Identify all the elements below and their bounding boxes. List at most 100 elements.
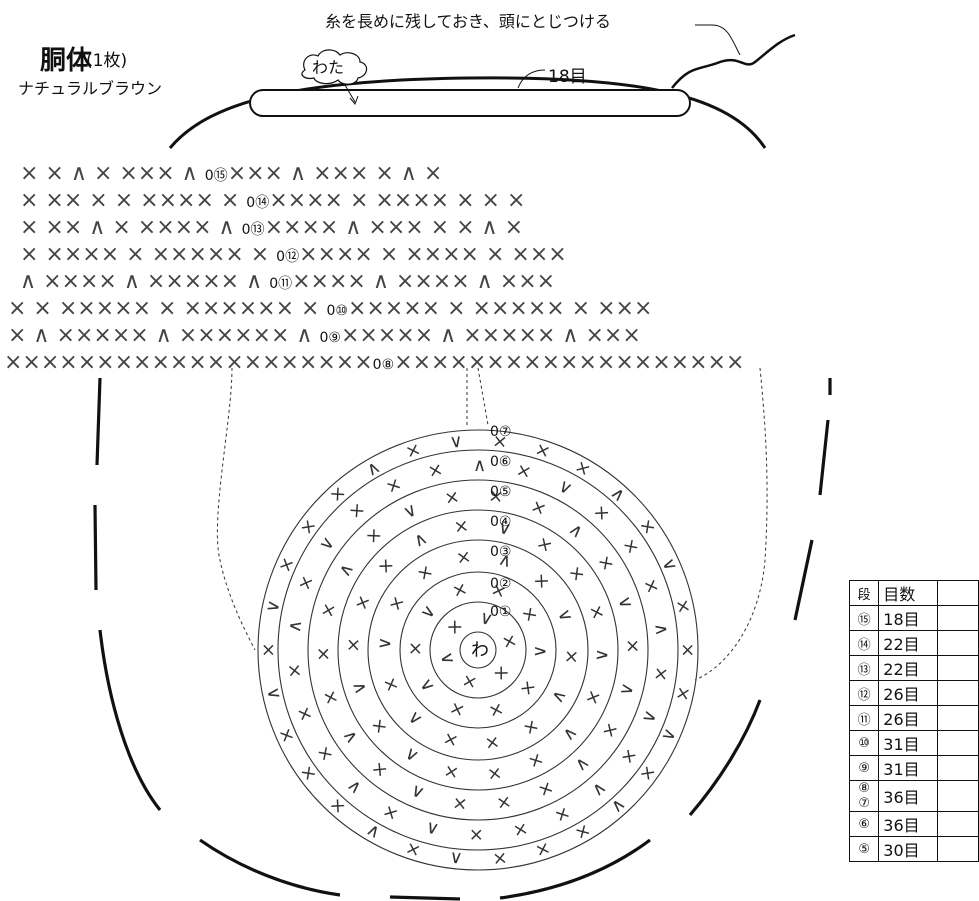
stitch-symbol: × — [516, 602, 542, 626]
stitch-symbol: × — [571, 456, 595, 482]
round-labels: 0⑦ 0⑥ 0⑤ 0④ 0③ 0② 0① — [490, 424, 511, 620]
stitch-symbol: × — [292, 703, 317, 724]
label-round-2: 0② — [490, 576, 511, 592]
center-ring-label: わ — [471, 640, 489, 661]
stitch-symbol: × — [671, 597, 695, 616]
stitch-symbol: × — [274, 724, 299, 746]
stitch-symbol: × — [426, 459, 446, 483]
stitch-symbol: × — [529, 568, 554, 594]
stitch-symbol: × — [533, 532, 557, 558]
stitch-symbol: ∨ — [554, 475, 576, 500]
stitch-symbol: ∨ — [496, 517, 513, 540]
stitch-symbol: ∧ — [615, 681, 639, 699]
table-header-count: 目数 — [878, 580, 938, 606]
stitch-symbol: × — [571, 819, 595, 845]
stuffing-label: わた — [312, 58, 345, 77]
table-cell-count: 36目 — [878, 780, 938, 812]
stitch-symbol: ∧ — [414, 674, 439, 697]
stitch-symbol: × — [452, 515, 470, 538]
stitch-symbol: × — [483, 731, 501, 754]
table-cell-extra — [936, 836, 979, 862]
stitch-symbol: × — [325, 481, 350, 507]
stitch-symbol: ∨ — [343, 775, 367, 799]
stitch-symbol: × — [469, 824, 484, 845]
stitch-symbol: × — [622, 638, 643, 654]
table-cell-step: ⑤ — [848, 836, 880, 862]
stitch-symbol: × — [366, 714, 392, 739]
label-round-5: 0⑤ — [490, 484, 511, 500]
stitch-symbol: ∧ — [473, 455, 486, 476]
stitch-symbol: × — [534, 776, 557, 801]
stitch-symbol: × — [312, 741, 338, 765]
stitch-symbol: ∨ — [338, 725, 363, 748]
stitch-symbol: × — [486, 762, 504, 785]
stitch-symbol: ∧ — [334, 559, 359, 581]
stitch-symbol: × — [635, 761, 661, 786]
stuffing-capsule — [249, 89, 691, 117]
stitch-symbol: × — [589, 500, 614, 526]
stitch-symbol: × — [495, 791, 513, 814]
row-14: × ×× × × ×××× × 0⑭×××× × ×××× × × × — [20, 188, 525, 213]
stitch-symbol: × — [486, 698, 507, 722]
stitch-symbol: × — [514, 459, 534, 483]
stitch-symbol: ∧ — [403, 707, 427, 731]
stitch-symbol: × — [677, 642, 698, 657]
stitch-symbol: ∧ — [496, 549, 515, 573]
stitch-symbol: × — [460, 669, 480, 693]
stitch-symbol: × — [403, 438, 424, 463]
stitch-symbol: ∨ — [362, 819, 384, 844]
stitch-symbol: × — [616, 744, 642, 768]
stitch-symbol: × — [487, 485, 504, 508]
body-outline-top — [168, 76, 767, 149]
stitch-symbol: × — [515, 675, 541, 700]
stitch-symbol: × — [283, 662, 306, 679]
table-cell-step: ⑩ — [848, 730, 880, 756]
stitch-symbol: × — [343, 637, 365, 653]
row-12: × ×××× × ××××× × 0⑫×××× × ×××× × ××× — [20, 242, 567, 267]
stitch-symbol: ∨ — [570, 752, 594, 776]
stitch-symbol: ∧ — [657, 725, 682, 746]
top-count-label: 18目 — [548, 67, 587, 87]
table-cell-extra — [936, 680, 979, 706]
stitch-symbol: ∨ — [587, 777, 611, 802]
stitch-symbol: ∨ — [553, 605, 577, 625]
piece-count: (1枚) — [86, 51, 128, 71]
stitch-symbol: ∨ — [547, 686, 572, 708]
stitch-symbol: ∨ — [347, 678, 371, 697]
stitch-symbol: ∧ — [564, 518, 588, 543]
stitch-symbol: × — [491, 430, 508, 452]
stitch-symbol: × — [319, 687, 344, 708]
table-cell-count: 18目 — [878, 605, 938, 631]
stitch-symbol: × — [382, 473, 405, 499]
stitch-symbol: × — [560, 648, 582, 665]
stitch-symbol: ∨ — [657, 555, 682, 576]
stitch-symbol: × — [403, 837, 424, 862]
stitch-symbol: ∨ — [613, 593, 637, 612]
label-round-6: 0⑥ — [490, 454, 511, 470]
table-cell-step: ⑥ — [848, 811, 880, 837]
stitch-symbol: ∧ — [261, 685, 284, 702]
round-circles — [257, 429, 699, 871]
stitch-symbol: × — [528, 495, 550, 520]
stitch-symbol: × — [497, 631, 521, 651]
table-cell-step: ⑬ — [848, 655, 880, 681]
stitch-symbol: ∧ — [638, 707, 662, 727]
table-cell-step: ⑭ — [848, 630, 880, 656]
stitch-symbol: ∧ — [423, 817, 441, 841]
stitch-symbol: × — [488, 579, 509, 604]
table-cell-count: 26目 — [878, 680, 938, 706]
cotton-arrow — [344, 84, 356, 103]
stitch-symbol: × — [344, 498, 369, 524]
stitch-symbol: × — [639, 575, 664, 596]
table-cell-step: ⑨ — [848, 755, 880, 781]
stitch-symbol: × — [413, 560, 437, 586]
row-11: ∧ ×××× ∧ ××××× ∧ 0⑪×××× ∧ ×××× ∧ ××× — [20, 269, 555, 294]
stitch-symbol: × — [442, 760, 461, 784]
